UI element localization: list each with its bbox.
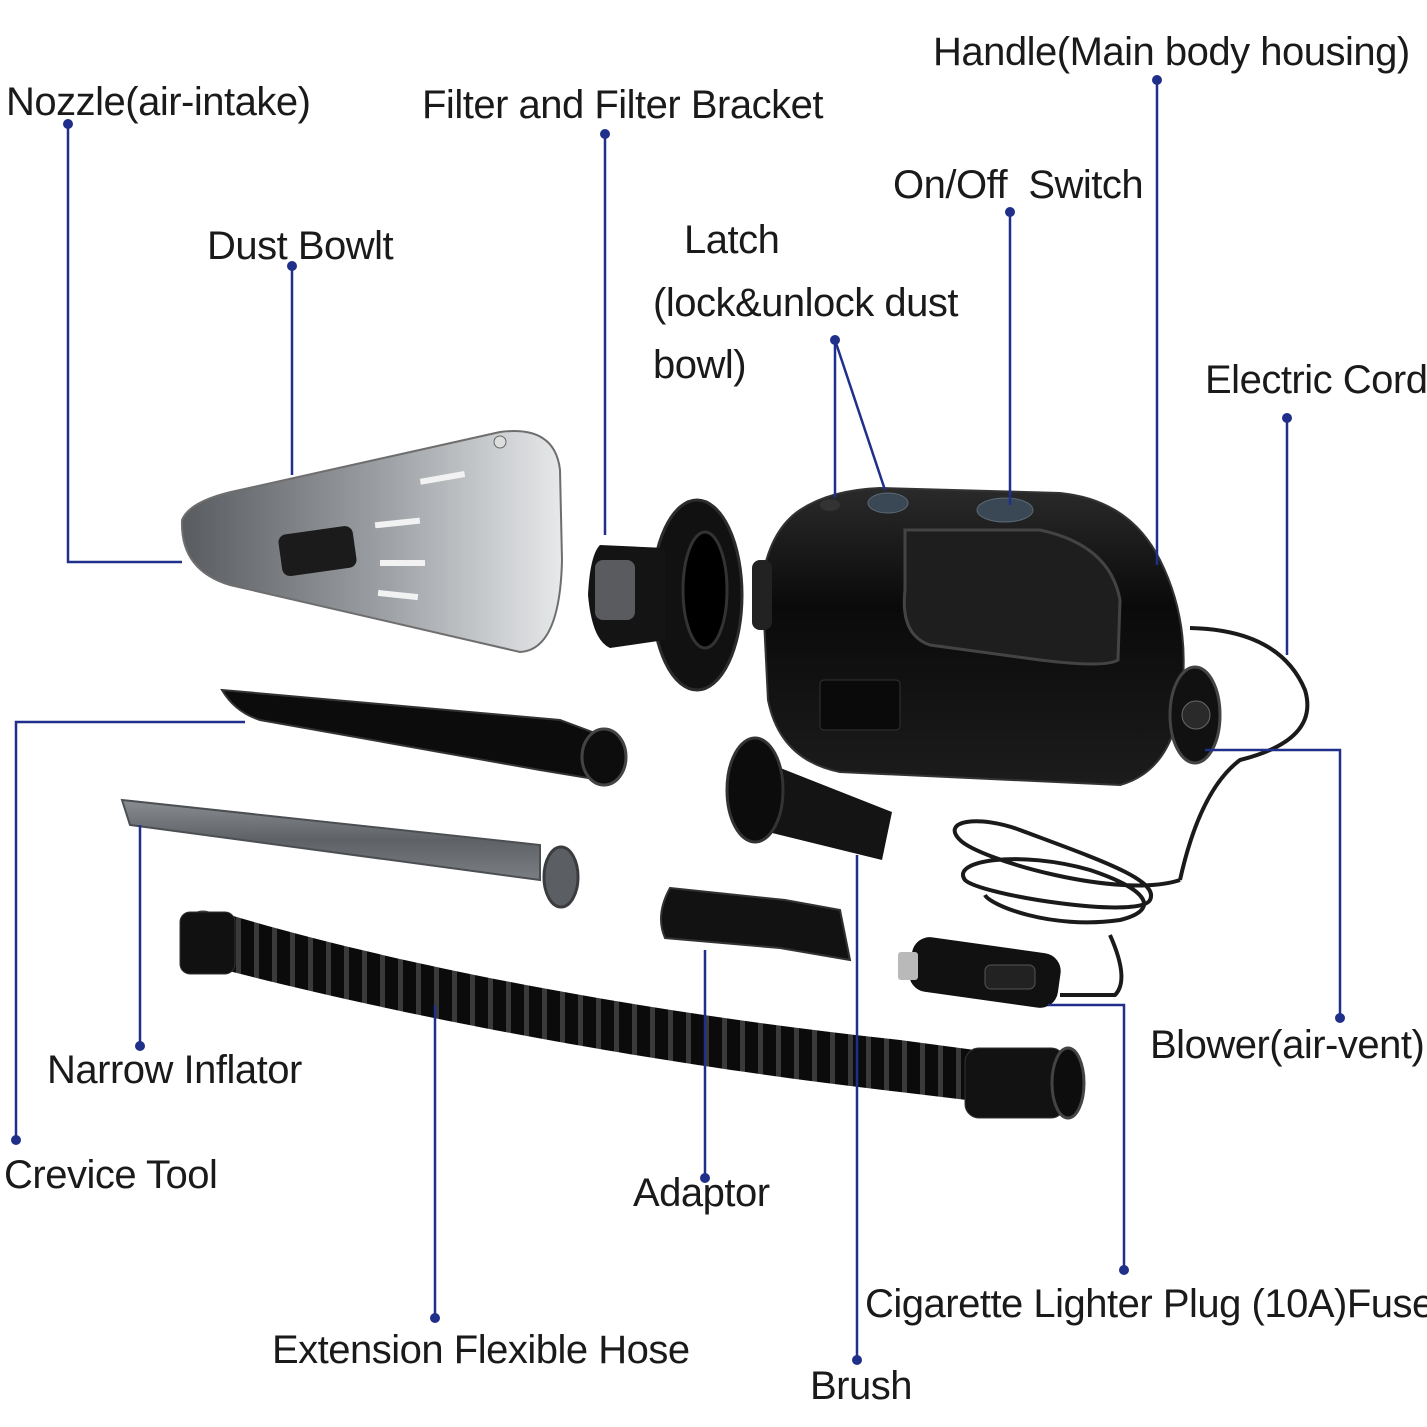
label-dust-bowl: Dust Bowlt bbox=[207, 224, 394, 268]
label-blower: Blower(air-vent) bbox=[1150, 1023, 1425, 1067]
narrow-inflator-part bbox=[120, 798, 580, 909]
filter-part bbox=[588, 498, 744, 692]
label-latch-line2: (lock&unlock dust bbox=[653, 281, 958, 325]
electric-cord-part bbox=[952, 626, 1310, 997]
label-crevice-tool: Crevice Tool bbox=[4, 1153, 218, 1197]
brush-part bbox=[725, 736, 892, 860]
label-filter: Filter and Filter Bracket bbox=[422, 83, 823, 127]
label-latch-line3: bowl) bbox=[653, 343, 747, 387]
label-switch: On/Off Switch bbox=[893, 163, 1144, 207]
label-narrow-inflator: Narrow Inflator bbox=[47, 1048, 302, 1092]
adaptor-part bbox=[660, 886, 852, 962]
label-extension-hose: Extension Flexible Hose bbox=[272, 1328, 690, 1372]
label-cigarette-plug: Cigarette Lighter Plug (10A)Fuse bbox=[865, 1282, 1427, 1326]
label-adaptor: Adaptor bbox=[633, 1171, 770, 1215]
label-brush: Brush bbox=[810, 1364, 913, 1408]
label-latch-title: Latch bbox=[684, 218, 780, 262]
crevice-tool-part bbox=[220, 688, 628, 787]
extension-hose-part bbox=[179, 910, 1086, 1120]
dust-bowl-part bbox=[180, 430, 564, 654]
cigarette-plug-part bbox=[898, 937, 1061, 1008]
label-electric-cord: Electric Cord bbox=[1205, 358, 1427, 402]
leader-lines bbox=[14, 80, 1342, 1360]
main-body-part bbox=[752, 486, 1222, 787]
label-handle: Handle(Main body housing) bbox=[933, 30, 1410, 74]
label-nozzle: Nozzle(air-intake) bbox=[6, 80, 311, 124]
leader-dots bbox=[11, 75, 1345, 1365]
